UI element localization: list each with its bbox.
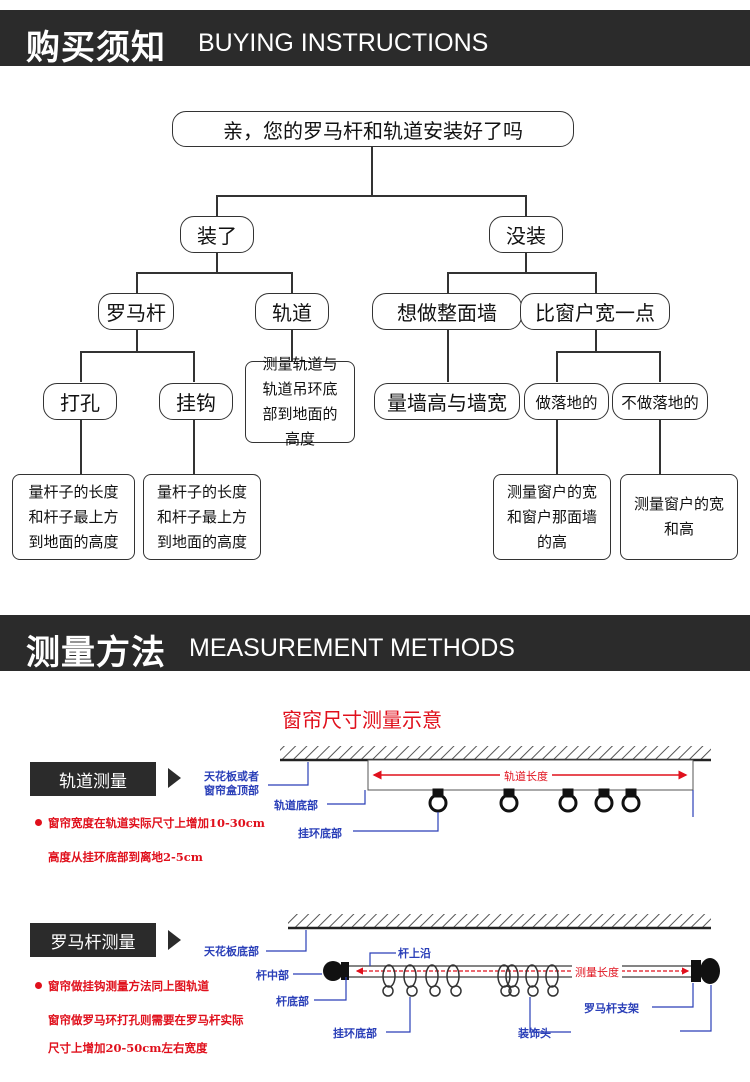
banner-title-cn: 测量方法 — [26, 633, 166, 673]
rod-bracket-label: 罗马杆支架 — [584, 1002, 639, 1015]
track-rings — [428, 788, 641, 813]
section-banner-measurement: 测量方法 MEASUREMENT METHODS — [0, 615, 750, 673]
rod-note-3: 尺寸上增加20-50cm左右宽度 — [48, 1041, 208, 1055]
track-measure-tag-arrow — [168, 768, 181, 788]
node-floor-measure: 测量窗户的宽和窗户那面墙的高 — [493, 474, 611, 560]
rod-rings — [382, 964, 559, 997]
node-floor-length: 做落地的 — [524, 383, 609, 420]
rod-note-2: 窗帘做罗马环打孔则需要在罗马杆实际 — [48, 1013, 244, 1027]
node-installed: 装了 — [180, 216, 254, 253]
rod-ring-bottom-label: 挂环底部 — [333, 1027, 377, 1040]
node-not-installed: 没装 — [489, 216, 563, 253]
rod-ceiling-label: 天花板底部 — [204, 945, 259, 958]
rod-middle-label: 杆中部 — [256, 969, 289, 982]
node-wall-measure: 量墙高与墙宽 — [374, 383, 520, 420]
rod-bottom-label: 杆底部 — [276, 995, 309, 1008]
node-not-floor-length: 不做落地的 — [612, 383, 708, 420]
node-drill-hole: 打孔 — [43, 383, 117, 420]
node-full-wall: 想做整面墙 — [372, 293, 522, 330]
node-hook-measure: 量杆子的长度和杆子最上方到地面的高度 — [143, 474, 261, 560]
banner-title-en: MEASUREMENT METHODS — [189, 634, 515, 662]
track-measure-tag: 轨道测量 — [30, 762, 156, 796]
track-ring-bottom-label: 挂环底部 — [298, 827, 342, 840]
rod-finial-label: 装饰头 — [518, 1027, 551, 1040]
tree-root-question: 亲，您的罗马杆和轨道安装好了吗 — [172, 111, 574, 147]
bullet-dot — [35, 982, 42, 989]
bullet-dot — [35, 819, 42, 826]
track-ceiling-label-2: 窗帘盒顶部 — [204, 784, 259, 797]
track-ceiling-label-1: 天花板或者 — [204, 770, 259, 783]
track-length-label: 轨道长度 — [500, 768, 552, 784]
node-track: 轨道 — [255, 293, 329, 330]
track-bottom-label: 轨道底部 — [274, 799, 318, 812]
rod-ceiling — [288, 914, 711, 930]
section-banner-buying: 购买须知 BUYING INSTRUCTIONS — [0, 10, 750, 68]
rod-leaders — [266, 930, 712, 1033]
track-note-2: 高度从挂环底部到离地2-5cm — [48, 850, 203, 864]
node-wider-than-window: 比窗户宽一点 — [520, 293, 670, 330]
track-note-1: 窗帘宽度在轨道实际尺寸上增加10-30cm — [48, 816, 265, 830]
rod-measure-tag: 罗马杆测量 — [30, 923, 156, 957]
node-nonfloor-measure: 测量窗户的宽和高 — [620, 474, 738, 560]
track-ceiling — [280, 746, 711, 762]
node-drill-measure: 量杆子的长度和杆子最上方到地面的高度 — [12, 474, 135, 560]
rod-note-1: 窗帘做挂钩测量方法同上图轨道 — [48, 979, 209, 993]
banner-title-cn: 购买须知 — [26, 28, 166, 68]
rod-top-label: 杆上沿 — [398, 947, 431, 960]
track-leaders — [268, 762, 694, 832]
diagram-title: 窗帘尺寸测量示意 — [282, 708, 442, 732]
banner-title-en: BUYING INSTRUCTIONS — [198, 29, 489, 57]
node-hook: 挂钩 — [159, 383, 233, 420]
node-roman-rod: 罗马杆 — [98, 293, 174, 330]
rod-length-label: 测量长度 — [572, 964, 622, 980]
rod-measure-tag-arrow — [168, 930, 181, 950]
